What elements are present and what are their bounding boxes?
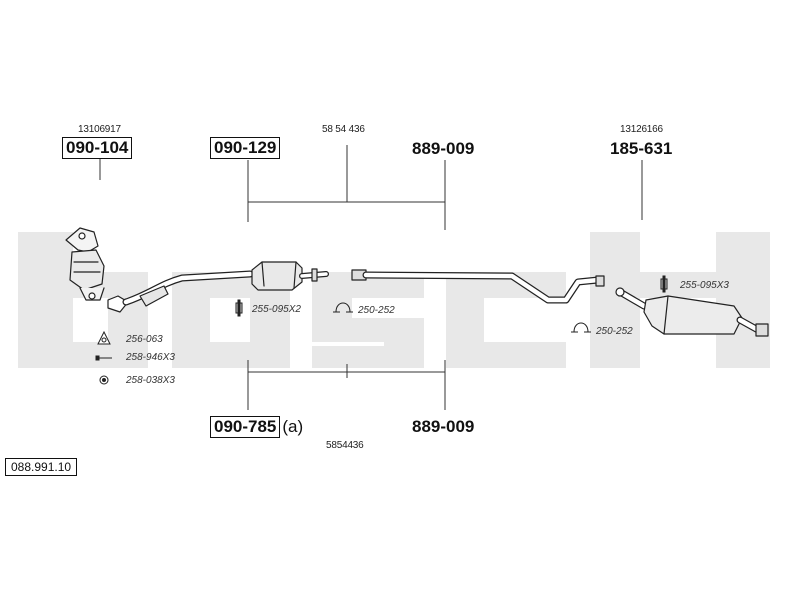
clamp-icon-mid-2 [333, 302, 353, 313]
clamp-icon-rear-2 [571, 322, 591, 333]
clamp-mid-2-label[interactable]: 250-252 [358, 305, 395, 316]
middle-pipe-part-code[interactable]: 889-009 [412, 139, 475, 158]
lower-front-part-code[interactable]: 090-785 [210, 416, 281, 438]
cat-part-code[interactable]: 090-104 [62, 137, 133, 159]
cat-oe-number: 13106917 [78, 124, 121, 135]
front-pipe [107, 270, 254, 313]
clamp-rear-1-label[interactable]: 255-095X3 [680, 280, 729, 291]
bolt-label[interactable]: 258-946X3 [126, 352, 175, 363]
middle-pipe [351, 269, 605, 304]
rear-oe-number: 13126166 [620, 124, 663, 135]
lower-front-group: 090-785 (a) [210, 416, 303, 438]
gasket-icon [97, 330, 111, 345]
middle-silencer-front [251, 261, 329, 291]
middle-front-part-code[interactable]: 090-129 [210, 137, 281, 159]
clamp-icon-mid-1 [235, 299, 243, 317]
lower-pipe-part-code[interactable]: 889-009 [412, 417, 475, 436]
nut-label[interactable]: 258-038X3 [126, 375, 175, 386]
clamp-rear-2-label[interactable]: 250-252 [596, 326, 633, 337]
catalytic-converter [65, 227, 105, 301]
rear-silencer [615, 287, 769, 337]
gasket-label[interactable]: 256-063 [126, 334, 163, 345]
lower-oe-number: 5854436 [326, 440, 364, 451]
lower-front-suffix: (a) [282, 417, 304, 436]
nut-icon [99, 375, 109, 385]
diagram-number: 088.991.10 [5, 458, 78, 476]
clamp-icon-rear-1 [660, 275, 668, 293]
bolt-icon [95, 355, 112, 361]
clamp-mid-1-label[interactable]: 255-095X2 [252, 304, 301, 315]
middle-oe-number: 58 54 436 [322, 124, 365, 135]
rear-part-code[interactable]: 185-631 [610, 139, 673, 158]
